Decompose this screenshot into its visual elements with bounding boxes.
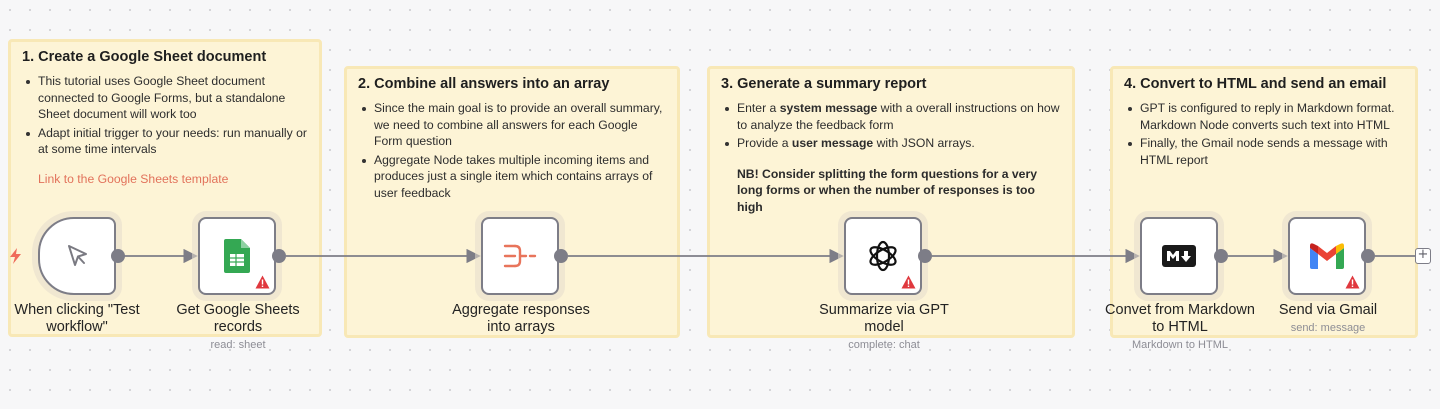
openai-icon <box>869 240 897 272</box>
node-1-label-line-1: When clicking "Test <box>14 302 140 318</box>
note-3-bullet-2-post: with JSON arrays. <box>873 136 975 150</box>
node-label: When clicking "Test workflow" <box>14 302 139 336</box>
note-2-list: Since the main goal is to provide an ove… <box>358 100 666 201</box>
add-node-button[interactable]: + <box>1415 248 1431 264</box>
trigger-output-handle[interactable] <box>111 249 125 263</box>
note-3-bullet-2-bold: user message <box>791 136 874 150</box>
note-3-bullet-2-pre: Provide a <box>737 136 792 150</box>
note-3-title: 3. Generate a summary report <box>721 76 927 92</box>
node-5-label-line-1: Convet from Markdown <box>1105 302 1255 318</box>
note-3-bullet-1: Enter a system message with a overall in… <box>721 100 1061 133</box>
node-label: Summarize via GPT model <box>819 302 949 336</box>
note-3-bullet-1-pre: Enter a <box>737 101 780 115</box>
node-label: Aggregate responses into arrays <box>452 302 590 336</box>
gpt-output-handle[interactable] <box>918 249 932 263</box>
note-1-bullet-1: This tutorial uses Google Sheet document… <box>22 73 308 123</box>
google-sheets-template-link[interactable]: Link to the Google Sheets template <box>38 171 229 186</box>
note-2-bullet-1: Since the main goal is to provide an ove… <box>358 100 666 150</box>
gmail-icon <box>1310 243 1344 269</box>
trigger-bolt-icon <box>10 248 21 264</box>
node-subtitle: send: message <box>1290 322 1366 334</box>
node-google-sheets[interactable] <box>198 217 276 295</box>
note-3-bullet-1-post: with a overall instructions on how to an… <box>737 101 1060 132</box>
node-label: Convet from Markdown to HTML <box>1105 302 1255 336</box>
node-1-label-line-2: workflow" <box>46 319 108 335</box>
note-2-title: 2. Combine all answers into an array <box>358 76 610 92</box>
aggregate-output-handle[interactable] <box>554 249 568 263</box>
node-5-label-line-2: to HTML <box>1152 319 1208 335</box>
node-test-workflow-trigger[interactable] <box>38 217 116 295</box>
node-3-label-line-1: Aggregate responses <box>452 302 590 318</box>
node-subtitle: Markdown to HTML <box>1132 339 1228 351</box>
note-4-title: 4. Convert to HTML and send an email <box>1124 76 1387 92</box>
note-3-bullet-2: Provide a user message with JSON arrays. <box>721 135 1061 152</box>
note-3-list: Enter a system message with a overall in… <box>721 100 1061 152</box>
note-4-list: GPT is configured to reply in Markdown f… <box>1124 100 1404 168</box>
node-openai-summarize[interactable] <box>844 217 922 295</box>
node-aggregate[interactable] <box>481 217 559 295</box>
warning-icon <box>255 275 270 289</box>
node-2-label-line-2: records <box>213 319 263 335</box>
gmail-output-handle[interactable] <box>1361 249 1375 263</box>
note-1-title: 1. Create a Google Sheet document <box>22 49 267 65</box>
note-1-list: This tutorial uses Google Sheet document… <box>22 73 308 158</box>
aggregate-icon <box>503 244 537 268</box>
node-label: Get Google Sheets records <box>176 302 299 336</box>
note-3-nb: NB! Consider splitting the form question… <box>737 166 1037 214</box>
note-4-bullet-1: GPT is configured to reply in Markdown f… <box>1124 100 1404 133</box>
node-label: Send via Gmail <box>1279 302 1377 319</box>
sticky-note-3[interactable]: 3. Generate a summary report Enter a sys… <box>707 66 1075 338</box>
node-2-label-line-1: Get Google Sheets <box>176 302 300 318</box>
google-sheets-icon <box>224 239 250 273</box>
note-3-bullet-1-bold: system message <box>779 101 878 115</box>
cursor-icon <box>68 245 87 266</box>
node-4-label-line-2: model <box>864 319 904 335</box>
node-markdown[interactable] <box>1140 217 1218 295</box>
sheets-output-handle[interactable] <box>272 249 286 263</box>
warning-icon <box>901 275 916 289</box>
node-4-label-line-1: Summarize via GPT <box>819 302 949 318</box>
node-gmail[interactable] <box>1288 217 1366 295</box>
warning-icon <box>1345 275 1360 289</box>
markdown-output-handle[interactable] <box>1214 249 1228 263</box>
markdown-icon <box>1162 245 1196 267</box>
node-6-label-line-1: Send via Gmail <box>1278 302 1378 318</box>
node-subtitle: complete: chat <box>848 339 920 351</box>
note-1-bullet-2: Adapt initial trigger to your needs: run… <box>22 125 308 158</box>
node-3-label-line-2: into arrays <box>487 319 555 335</box>
note-2-bullet-2: Aggregate Node takes multiple incoming i… <box>358 152 666 202</box>
sticky-note-2[interactable]: 2. Combine all answers into an array Sin… <box>344 66 680 338</box>
node-subtitle: read: sheet <box>210 339 266 351</box>
note-4-bullet-2: Finally, the Gmail node sends a message … <box>1124 135 1404 168</box>
